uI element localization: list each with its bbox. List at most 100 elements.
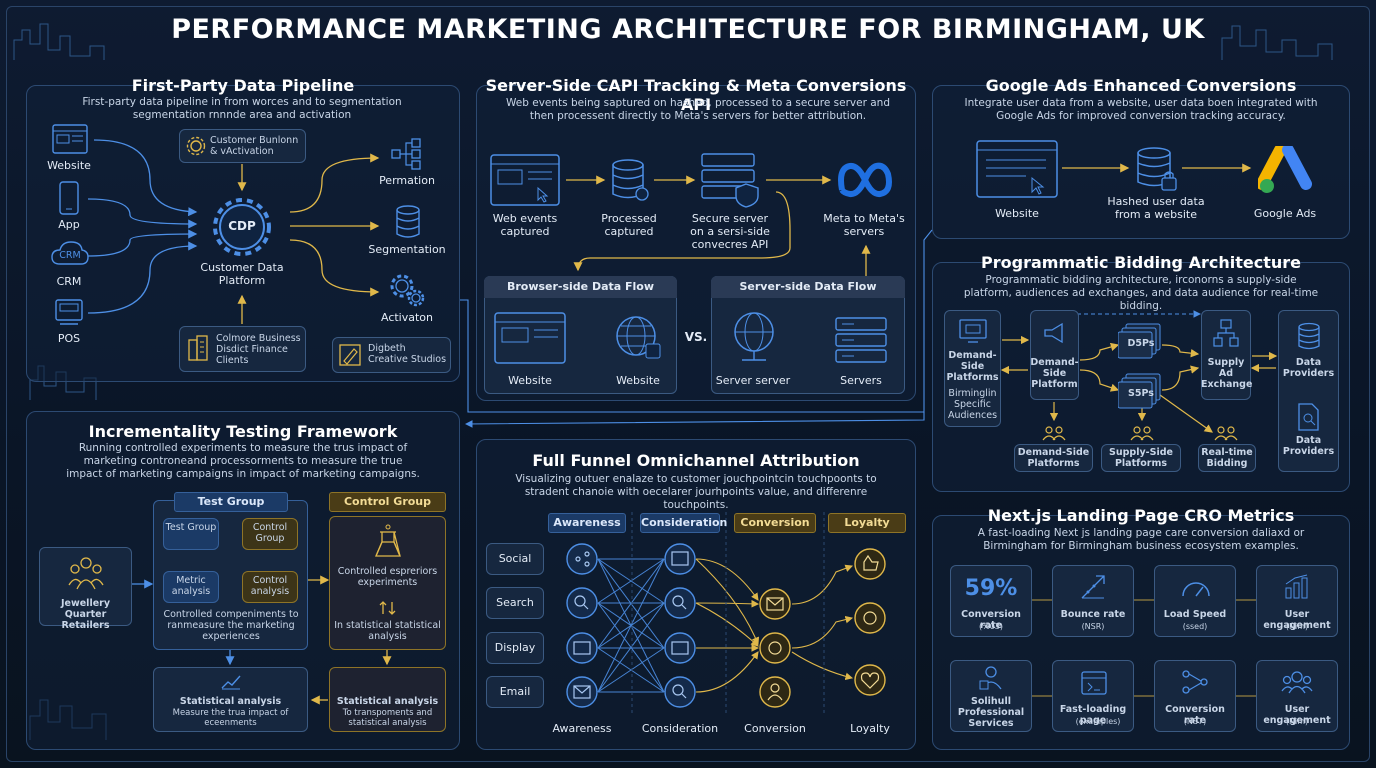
database-icon xyxy=(396,205,420,238)
control-group-box xyxy=(329,516,446,650)
channel-social-label: Social xyxy=(498,552,532,565)
professional-icon xyxy=(979,666,1002,690)
programmatic-title: Programmatic Bidding Architecture xyxy=(981,253,1301,272)
fast-page-icon xyxy=(1081,671,1107,695)
dsp-mid-box xyxy=(1030,310,1079,400)
test-group-header: Test Group xyxy=(174,492,288,512)
channel-search-label: Search xyxy=(496,596,534,609)
servers-icon xyxy=(835,317,887,363)
exchange-label: Supply Ad Exchange xyxy=(1201,357,1253,390)
web-events-icon xyxy=(490,154,560,206)
inner-test-group-label: Test Group xyxy=(165,522,217,533)
pipeline-title: First-Party Data Pipeline xyxy=(131,76,355,95)
pipeline-description: First-party data pipeline in from worces… xyxy=(82,96,402,121)
metric-6-sub: (examples) xyxy=(1075,717,1121,726)
google-step-hashed: Hashed user data from a website xyxy=(1107,195,1205,221)
metric-card-7 xyxy=(1154,660,1236,732)
output-permation-label: Permation xyxy=(379,174,435,187)
app-icon xyxy=(59,181,79,215)
globe-icon xyxy=(616,316,661,359)
processed-db-icon xyxy=(612,159,649,201)
customer-activation-label: Customer Bunlonn & vActivation xyxy=(210,135,299,157)
funnel-footer-consideration: Consideration xyxy=(641,722,719,735)
s5ps-stack-icon xyxy=(1118,373,1161,409)
funnel-header-awareness: Awareness xyxy=(548,513,626,533)
dsp-left-label: Demand-Side Platforms xyxy=(946,350,999,383)
bottom-dsp-label: Demand-Side Platforms xyxy=(1017,447,1090,469)
metric-2-sub: (NSR) xyxy=(1081,622,1105,631)
source-website-label: Website xyxy=(47,159,91,172)
d5ps-label: D5Ps xyxy=(1127,338,1155,349)
stat-analysis-sub-1: Measure the trua impact of eceenments xyxy=(172,708,289,728)
crm-cloud-icon xyxy=(51,241,89,265)
bottom-dsp-box xyxy=(1014,444,1093,472)
source-app-label: App xyxy=(58,218,80,231)
users-icon xyxy=(1281,671,1313,694)
channel-social xyxy=(486,543,544,575)
server-flow-left: Server server xyxy=(715,374,791,387)
building-icon xyxy=(188,335,208,361)
control-note-2: In statistical statistical analysis xyxy=(334,620,441,642)
speedometer-icon xyxy=(1182,582,1210,597)
google-title: Google Ads Enhanced Conversions xyxy=(985,76,1297,95)
stat-analysis-box-1 xyxy=(153,667,308,732)
metric-8-sub: (Nim) xyxy=(1285,717,1309,726)
meta-logo-icon xyxy=(838,162,892,198)
metric-8-label: User engagement xyxy=(1263,704,1331,726)
channel-search xyxy=(486,587,544,619)
stat-analysis-sub-2: To transpoments and statistical analysis xyxy=(342,708,433,728)
server-globe-icon xyxy=(734,312,774,361)
bottom-ssp-label: Supply-Side Platforms xyxy=(1109,447,1173,469)
people-icon-3 xyxy=(1214,426,1238,441)
funnel-title: Full Funnel Omnichannel Attribution xyxy=(532,451,860,470)
metric-4-label: User engagement xyxy=(1263,609,1331,631)
megaphone-icon xyxy=(1044,322,1063,344)
page-title: PERFORMANCE MARKETING ARCHITECTURE FOR B… xyxy=(171,14,1205,45)
output-segmentation-label: Segmentation xyxy=(368,243,446,256)
metric-6-label: Fast-loading page xyxy=(1059,704,1127,726)
google-step-website: Website xyxy=(995,207,1039,220)
server-flow-right: Servers xyxy=(840,374,882,387)
funnel-header-consideration: Consideration xyxy=(640,513,727,533)
metric-card-2 xyxy=(1052,565,1134,637)
inner-control-group-label: Control Group xyxy=(252,522,288,544)
cro-title: Next.js Landing Page CRO Metrics xyxy=(987,506,1295,525)
metric-big-value: 59% xyxy=(964,576,1018,601)
bottom-rtb-label: Real-time Bidding xyxy=(1201,447,1253,469)
metric-5-label: Solihull Professional Services xyxy=(957,696,1025,729)
channel-email-label: Email xyxy=(499,685,531,698)
incrementality-title: Incrementality Testing Framework xyxy=(88,422,398,441)
funnel-footer-loyalty: Loyalty xyxy=(850,722,890,735)
cdp-label: Customer Data Platform xyxy=(200,261,284,287)
metric-7-sub: (NS7) xyxy=(1183,717,1207,726)
data-providers-label-2: Data Providers xyxy=(1282,435,1335,457)
metric-1-sub: (%03) xyxy=(978,622,1004,631)
website-icon xyxy=(52,124,88,154)
trend-chart-icon xyxy=(221,675,241,690)
google-step-ads: Google Ads xyxy=(1253,207,1317,220)
vs-label: VS. xyxy=(684,330,708,344)
metric-card-1 xyxy=(950,565,1032,637)
colmore-box xyxy=(179,326,306,372)
browser-flow-title: Browser-side Data Flow xyxy=(484,276,677,298)
capi-title: Server-Side CAPI Tracking & Meta Convers… xyxy=(485,76,907,114)
channel-display-label: Display xyxy=(494,641,536,654)
cdp-badge: CDP xyxy=(228,219,256,233)
channel-display xyxy=(486,632,544,664)
retailers-box xyxy=(39,547,132,626)
dsp-left-box xyxy=(944,310,1001,427)
source-crm-label: CRM xyxy=(56,275,82,288)
funnel-header-conversion: Conversion xyxy=(734,513,816,533)
retail-team-icon xyxy=(68,557,104,590)
crm-badge: CRM xyxy=(59,250,81,261)
monitor-icon xyxy=(959,319,987,343)
funnel-footer-awareness: Awareness xyxy=(552,722,612,735)
programmatic-description: Programmatic bidding architecture, ircon… xyxy=(963,274,1319,312)
dsp-left-sub: Birminglin Specific Audiences xyxy=(947,388,998,421)
cro-description: A fast-loading Next js landing page care… xyxy=(977,527,1305,552)
metric-2-label: Bounce rate xyxy=(1060,609,1126,620)
inner-control-analysis-label: Control analysis xyxy=(250,575,290,597)
metric-card-5 xyxy=(950,660,1032,732)
up-down-arrows-icon xyxy=(379,601,396,615)
network-icon xyxy=(1213,319,1239,347)
